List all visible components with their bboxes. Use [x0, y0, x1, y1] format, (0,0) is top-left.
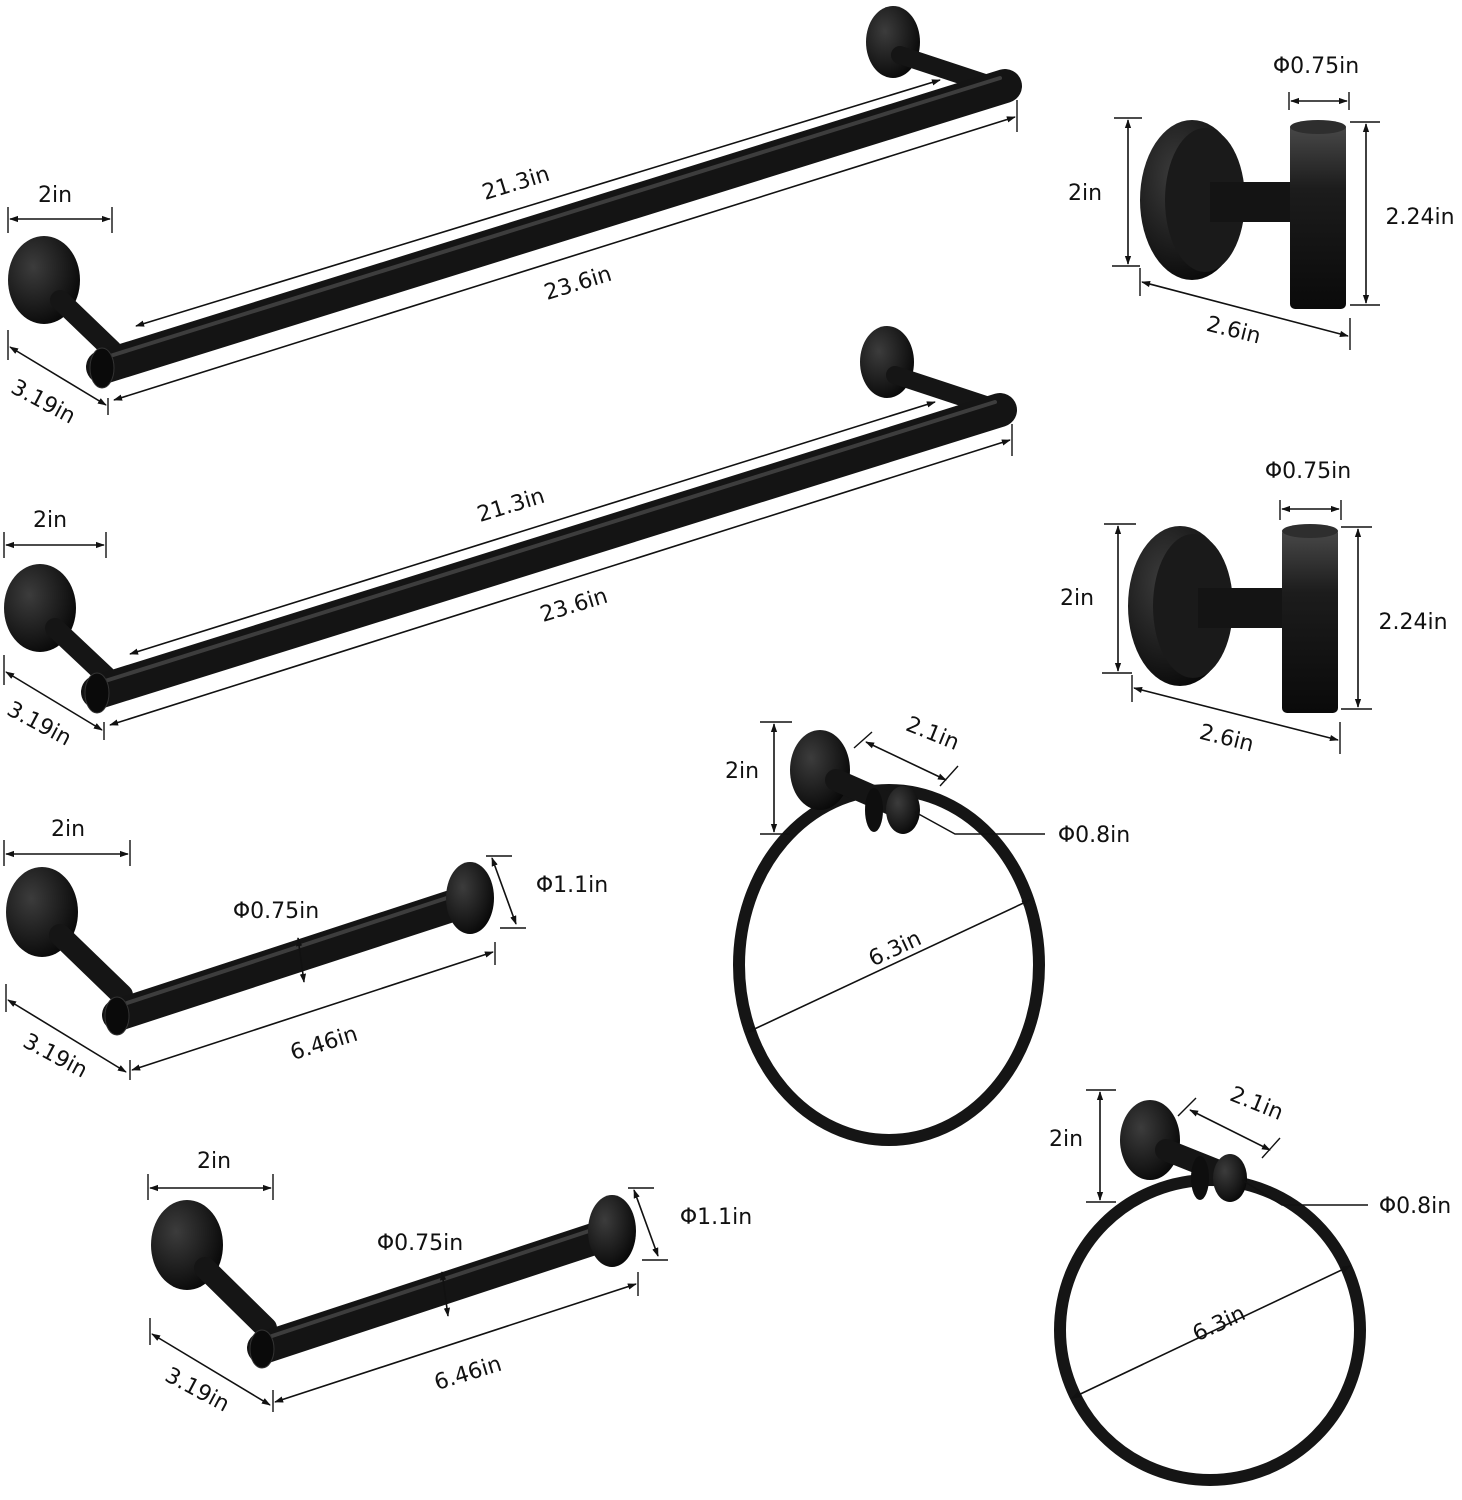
- towel-ring-1: 2in 2.1in Φ0.8in 6.3in: [725, 712, 1130, 1146]
- paper-holder-1-cap-label: Φ1.1in: [536, 873, 608, 898]
- towel-bar-1-base-label: 2in: [38, 183, 72, 208]
- paper-holder-1-post: [49, 924, 133, 1006]
- robe-hook-1-projection-dim: [1141, 281, 1349, 337]
- towel-bar-2-inner-dim: [129, 401, 936, 655]
- towel-ring-1-knuckle-label: Φ0.8in: [1058, 823, 1130, 848]
- robe-hook-2-base-rim: [1153, 534, 1233, 678]
- towel-bar-1-projection-dim: [9, 346, 107, 406]
- paper-holder-2-projection-dim: [151, 1333, 271, 1406]
- towel-ring-2-ext: [1177, 1097, 1197, 1117]
- towel-ring-2-base: [1120, 1100, 1180, 1180]
- robe-hook-1-post-top: [1290, 120, 1346, 134]
- towel-ring-2-ring-dim: [1071, 1265, 1351, 1399]
- towel-bar-2-inner-label: 21.3in: [474, 484, 547, 528]
- towel-bar-1-rod-end: [89, 347, 115, 389]
- towel-bar-1-overall-dim: [113, 116, 1016, 401]
- towel-ring-2-leader: [1241, 1179, 1368, 1206]
- paper-holder-1-projection-dim: [7, 999, 127, 1073]
- robe-hook-1-base-label: 2in: [1068, 181, 1102, 206]
- paper-holder-2-cap-label: Φ1.1in: [680, 1205, 752, 1230]
- towel-bar-2-overall-label: 23.6in: [537, 584, 610, 628]
- towel-bar-2-rod: [81, 393, 1017, 709]
- robe-hook-2-arm: [1198, 588, 1283, 628]
- towel-ring-2-ring-label: 6.3in: [1189, 1301, 1249, 1347]
- towel-ring-1-arm-dim: [865, 741, 947, 781]
- towel-ring-1-ring-dim: [747, 899, 1031, 1033]
- robe-hook-2: Φ0.75in 2in 2.24in 2.6in: [1060, 459, 1448, 757]
- paper-holder-2-rod-label: Φ0.75in: [377, 1231, 463, 1256]
- paper-holder-2-post: [194, 1257, 277, 1339]
- paper-holder-1-projection-label: 3.19in: [19, 1029, 92, 1083]
- robe-hook-2-post-label: Φ0.75in: [1265, 459, 1351, 484]
- robe-hook-1-height-label: 2.24in: [1385, 205, 1454, 230]
- towel-bar-2-overall-dim: [109, 439, 1011, 726]
- paper-holder-1-cap: [446, 862, 494, 934]
- paper-holder-1-length-dim: [131, 951, 494, 1071]
- towel-bar-1-left-post: [50, 290, 122, 360]
- robe-hook-1-projection-label: 2.6in: [1204, 312, 1263, 350]
- paper-holder-2-projection-label: 3.19in: [161, 1363, 234, 1417]
- robe-hook-1-post: [1290, 124, 1346, 309]
- towel-ring-1-knuckle: [886, 786, 920, 834]
- towel-ring-2-ring: [1054, 1174, 1366, 1486]
- robe-hook-2-post: [1282, 528, 1338, 713]
- towel-bar-2-base-label: 2in: [33, 508, 67, 533]
- towel-ring-1-clip: [865, 788, 883, 832]
- paper-holder-2-length-dim: [274, 1283, 637, 1403]
- towel-bar-1-inner-dim: [135, 79, 941, 327]
- towel-ring-1-base-label: 2in: [725, 759, 759, 784]
- robe-hook-2-projection-label: 2.6in: [1197, 720, 1256, 758]
- paper-holder-1: 2in Φ0.75in Φ1.1in 6.46in 3.19in: [3, 817, 608, 1084]
- towel-ring-1-base: [790, 730, 850, 810]
- robe-hook-2-projection-dim: [1133, 686, 1339, 742]
- towel-ring-1-ring: [733, 784, 1045, 1146]
- towel-ring-2-knuckle-label: Φ0.8in: [1379, 1194, 1451, 1219]
- towel-ring-1-arm-label: 2.1in: [902, 712, 962, 756]
- paper-holder-1-rod-label: Φ0.75in: [233, 899, 319, 924]
- towel-ring-1-ext: [939, 765, 959, 787]
- towel-bar-2: 2in 21.3in 23.6in 3.19in: [3, 326, 1017, 752]
- paper-holder-1-cap-dim: [491, 857, 517, 925]
- towel-ring-1-ext: [853, 731, 873, 749]
- paper-holder-2-rod-end: [249, 1329, 275, 1369]
- paper-holder-1-base-label: 2in: [51, 817, 85, 842]
- towel-bar-2-projection-dim: [5, 671, 103, 731]
- towel-bar-1-rod-highlight: [108, 76, 1002, 358]
- towel-bar-1: 2in 21.3in 23.6in 3.19in: [7, 6, 1022, 430]
- towel-bar-1-inner-label: 21.3in: [479, 162, 552, 206]
- towel-ring-2-base-label: 2in: [1049, 1127, 1083, 1152]
- towel-ring-2-clip: [1191, 1156, 1209, 1200]
- towel-bar-1-overall-label: 23.6in: [541, 262, 614, 306]
- paper-holder-2-cap-dim: [633, 1189, 659, 1257]
- towel-ring-1-ring-label: 6.3in: [865, 926, 925, 972]
- towel-bar-2-projection-label: 3.19in: [3, 697, 76, 751]
- towel-ring-2-knuckle: [1213, 1154, 1247, 1202]
- towel-bar-2-rod-highlight: [103, 400, 997, 683]
- towel-bar-2-rod-end: [84, 672, 110, 714]
- robe-hook-2-base-label: 2in: [1060, 586, 1094, 611]
- robe-hook-1: Φ0.75in 2in 2.24in 2.6in: [1068, 54, 1455, 350]
- towel-bar-2-left-post: [45, 618, 116, 686]
- paper-holder-2-base-label: 2in: [197, 1149, 231, 1174]
- towel-bar-1-rod: [86, 69, 1022, 384]
- paper-holder-2: 2in Φ0.75in Φ1.1in 6.46in 3.19in: [147, 1149, 752, 1418]
- towel-ring-2-arm-label: 2.1in: [1226, 1082, 1286, 1126]
- paper-holder-1-length-label: 6.46in: [287, 1022, 360, 1066]
- towel-ring-2: 2in 2.1in Φ0.8in 6.3in: [1049, 1082, 1451, 1486]
- robe-hook-1-arm: [1210, 182, 1295, 222]
- robe-hook-2-post-top: [1282, 524, 1338, 538]
- robe-hook-2-height-label: 2.24in: [1378, 610, 1447, 635]
- robe-hook-1-post-label: Φ0.75in: [1273, 54, 1359, 79]
- towel-ring-1-leader: [914, 811, 1045, 835]
- paper-holder-2-cap: [588, 1195, 636, 1267]
- towel-ring-2-ext: [1261, 1137, 1281, 1159]
- paper-holder-1-rod-end: [104, 996, 130, 1036]
- robe-hook-1-base-rim: [1165, 128, 1245, 272]
- towel-ring-2-arm-dim: [1189, 1109, 1271, 1151]
- paper-holder-2-length-label: 6.46in: [431, 1352, 504, 1396]
